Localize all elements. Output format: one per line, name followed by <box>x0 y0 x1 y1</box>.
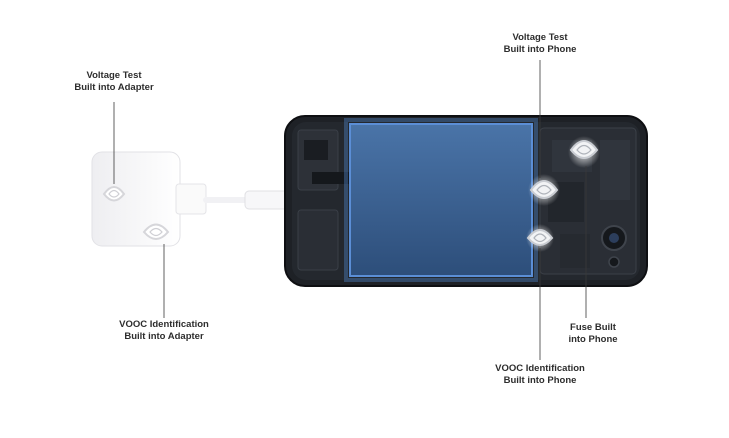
label-voltage-test-phone: Voltage Test Built into Phone <box>488 32 592 56</box>
vooc-identification-phone-icon <box>526 224 554 252</box>
label-voltage-adapter-line1: Voltage Test <box>86 70 142 81</box>
label-fuse-phone: Fuse Built into Phone <box>556 322 630 346</box>
fuse-phone-icon <box>568 136 600 168</box>
leader-lines <box>113 60 587 360</box>
label-voltage-adapter-line2: Built into Adapter <box>74 82 154 93</box>
camera-lens-small-icon <box>608 256 620 268</box>
voltage-test-phone-icon <box>528 174 560 206</box>
label-fuse-phone-line2: into Phone <box>568 334 618 345</box>
label-fuse-phone-line1: Fuse Built <box>570 322 616 333</box>
vooc-identification-adapter-icon <box>142 223 170 240</box>
label-vooc-adapter-line1: VOOC Identification <box>119 319 209 330</box>
label-vooc-phone-line2: Built into Phone <box>503 375 577 386</box>
voltage-test-adapter-icon <box>102 186 126 202</box>
phone-internals <box>284 115 648 287</box>
label-vooc-identification-adapter: VOOC Identification Built into Adapter <box>104 319 224 343</box>
label-voltage-phone-line2: Built into Phone <box>503 44 577 55</box>
label-vooc-phone-line1: VOOC Identification <box>495 363 585 374</box>
charger-adapter <box>91 151 207 247</box>
label-voltage-test-adapter: Voltage Test Built into Adapter <box>62 70 166 94</box>
label-vooc-identification-phone: VOOC Identification Built into Phone <box>480 363 600 387</box>
label-vooc-adapter-line2: Built into Adapter <box>124 331 204 342</box>
battery <box>349 123 533 277</box>
label-voltage-phone-line1: Voltage Test <box>512 32 568 43</box>
